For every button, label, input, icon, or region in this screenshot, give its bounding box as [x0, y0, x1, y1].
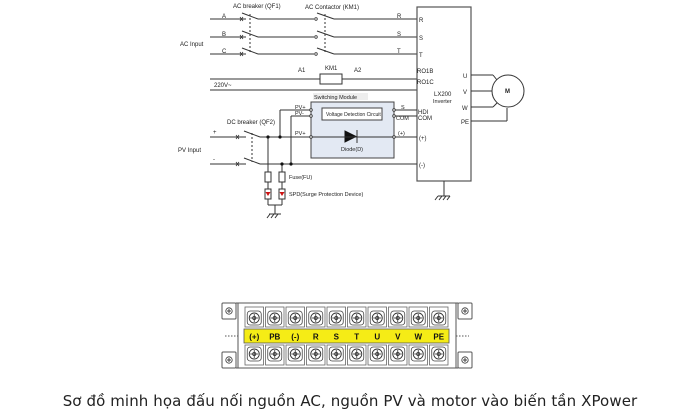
coil-label: KM1 [325, 66, 338, 72]
phase-a-label: A [222, 14, 226, 20]
inv-terminal-t: T [419, 53, 423, 59]
phase-c-label: C [222, 49, 227, 55]
pv-minus-sign: - [213, 157, 215, 163]
spd-label: SPD(Surge Protection Device) [289, 192, 363, 198]
inverter-sub: Inverter [433, 99, 452, 105]
coil-a2-label: A2 [354, 68, 362, 74]
bottom-screw-icon [410, 346, 426, 362]
bottom-screw-icon [369, 346, 385, 362]
terminal-7 [367, 306, 387, 366]
terminal-label: (-) [291, 333, 299, 342]
inv-terminal-hdi: HDI [418, 110, 429, 116]
terminal-label: V [395, 333, 401, 342]
terminal-9 [408, 306, 428, 366]
spd-icons [265, 192, 285, 196]
junction-dots [266, 135, 293, 166]
module-out-plus: (+) [398, 131, 405, 137]
inv-terminal-v: V [463, 90, 467, 96]
pv-plus-1-label: PV+ [295, 105, 306, 111]
terminal-label: U [374, 333, 380, 342]
top-screw-icon [349, 310, 365, 326]
top-screw-icon [369, 310, 385, 326]
voltage-detection-label: Voltage Detection Circuit [326, 112, 381, 118]
top-screw-icon [431, 310, 447, 326]
terminal-3 [285, 306, 305, 366]
inv-terminal-minus: (-) [419, 163, 425, 169]
diode-label: Diode(D) [341, 147, 363, 153]
terminal-label: S [334, 333, 340, 342]
inv-terminal-r: R [419, 18, 424, 24]
coil-a1-label: A1 [298, 68, 306, 74]
bottom-screw-icon [328, 346, 344, 362]
wiring-diagram: AC breaker (QF1) AC Contactor (KM1) AC I… [178, 4, 525, 219]
switching-module-label-bg [313, 93, 368, 100]
ac-breaker-label: AC breaker (QF1) [233, 4, 281, 10]
terminal-block: (+) PB (-) R S T U V W PE [221, 302, 473, 369]
ear-screw-crosses [227, 309, 467, 362]
phase-b-label: B [222, 32, 226, 38]
terminal-2 [265, 306, 285, 366]
top-screw-icon [287, 310, 303, 326]
terminal-label: T [354, 333, 359, 342]
bottom-screw-icon [431, 346, 447, 362]
bottom-screw-icon [246, 346, 262, 362]
bottom-screw-icon [390, 346, 406, 362]
terminal-4 [306, 306, 326, 366]
input-markers [235, 16, 244, 167]
terminal-label: PB [269, 333, 280, 342]
bottom-screw-icon [349, 346, 365, 362]
switching-module-label: Switching Module [314, 95, 357, 101]
top-screw-icon [410, 310, 426, 326]
dc-breaker-label: DC breaker (QF2) [227, 120, 275, 126]
bottom-screw-icon [267, 346, 283, 362]
terminal-label: R [313, 333, 319, 342]
terminal-label: W [414, 333, 422, 342]
ac-input-label: AC Input [180, 42, 204, 48]
inv-terminal-ro1b: RO1B [417, 69, 433, 75]
motor-label: M [505, 89, 510, 95]
terminal-5 [326, 306, 346, 366]
terminal-6 [347, 306, 367, 366]
fuse-label: Fuse(FU) [289, 175, 312, 181]
pv-minus-label: PV- [295, 111, 304, 117]
top-screw-icon [328, 310, 344, 326]
inv-terminal-pe: PE [461, 120, 469, 126]
inv-terminal-plus: (+) [419, 136, 427, 142]
inv-terminal-ro1c: RO1C [417, 80, 434, 86]
pv-plus-2-label: PV+ [295, 131, 306, 137]
terminal-label: PE [433, 333, 444, 342]
top-screw-icon [246, 310, 262, 326]
terminal-label-strip [243, 328, 450, 344]
pv-plus-sign: + [213, 130, 217, 136]
pv-input-label: PV Input [178, 148, 201, 154]
bottom-screw-icon [308, 346, 324, 362]
terminal-10 [429, 306, 449, 366]
top-screw-icon [390, 310, 406, 326]
terminal-label: (+) [249, 333, 259, 342]
inv-terminal-u: U [463, 74, 467, 80]
inverter-name: LX200 [434, 92, 452, 98]
module-out-s: S [401, 105, 405, 111]
out-r-label: R [397, 14, 402, 20]
inv-terminal-w: W [462, 106, 468, 112]
inv-terminal-s: S [419, 36, 423, 42]
inv-terminal-com: COM [418, 116, 432, 122]
out-s-label: S [397, 32, 401, 38]
terminal-1 [244, 306, 264, 366]
ac-contactor-label: AC Contactor (KM1) [305, 5, 359, 11]
terminal-8 [388, 306, 408, 366]
caption: Sơ đồ minh họa đấu nối nguồn AC, nguồn P… [62, 392, 638, 410]
top-screw-icon [267, 310, 283, 326]
supply-label: 220V~ [214, 83, 232, 89]
top-screw-icon [308, 310, 324, 326]
module-out-com: COM [396, 116, 409, 122]
bottom-screw-icon [287, 346, 303, 362]
out-t-label: T [397, 49, 401, 55]
